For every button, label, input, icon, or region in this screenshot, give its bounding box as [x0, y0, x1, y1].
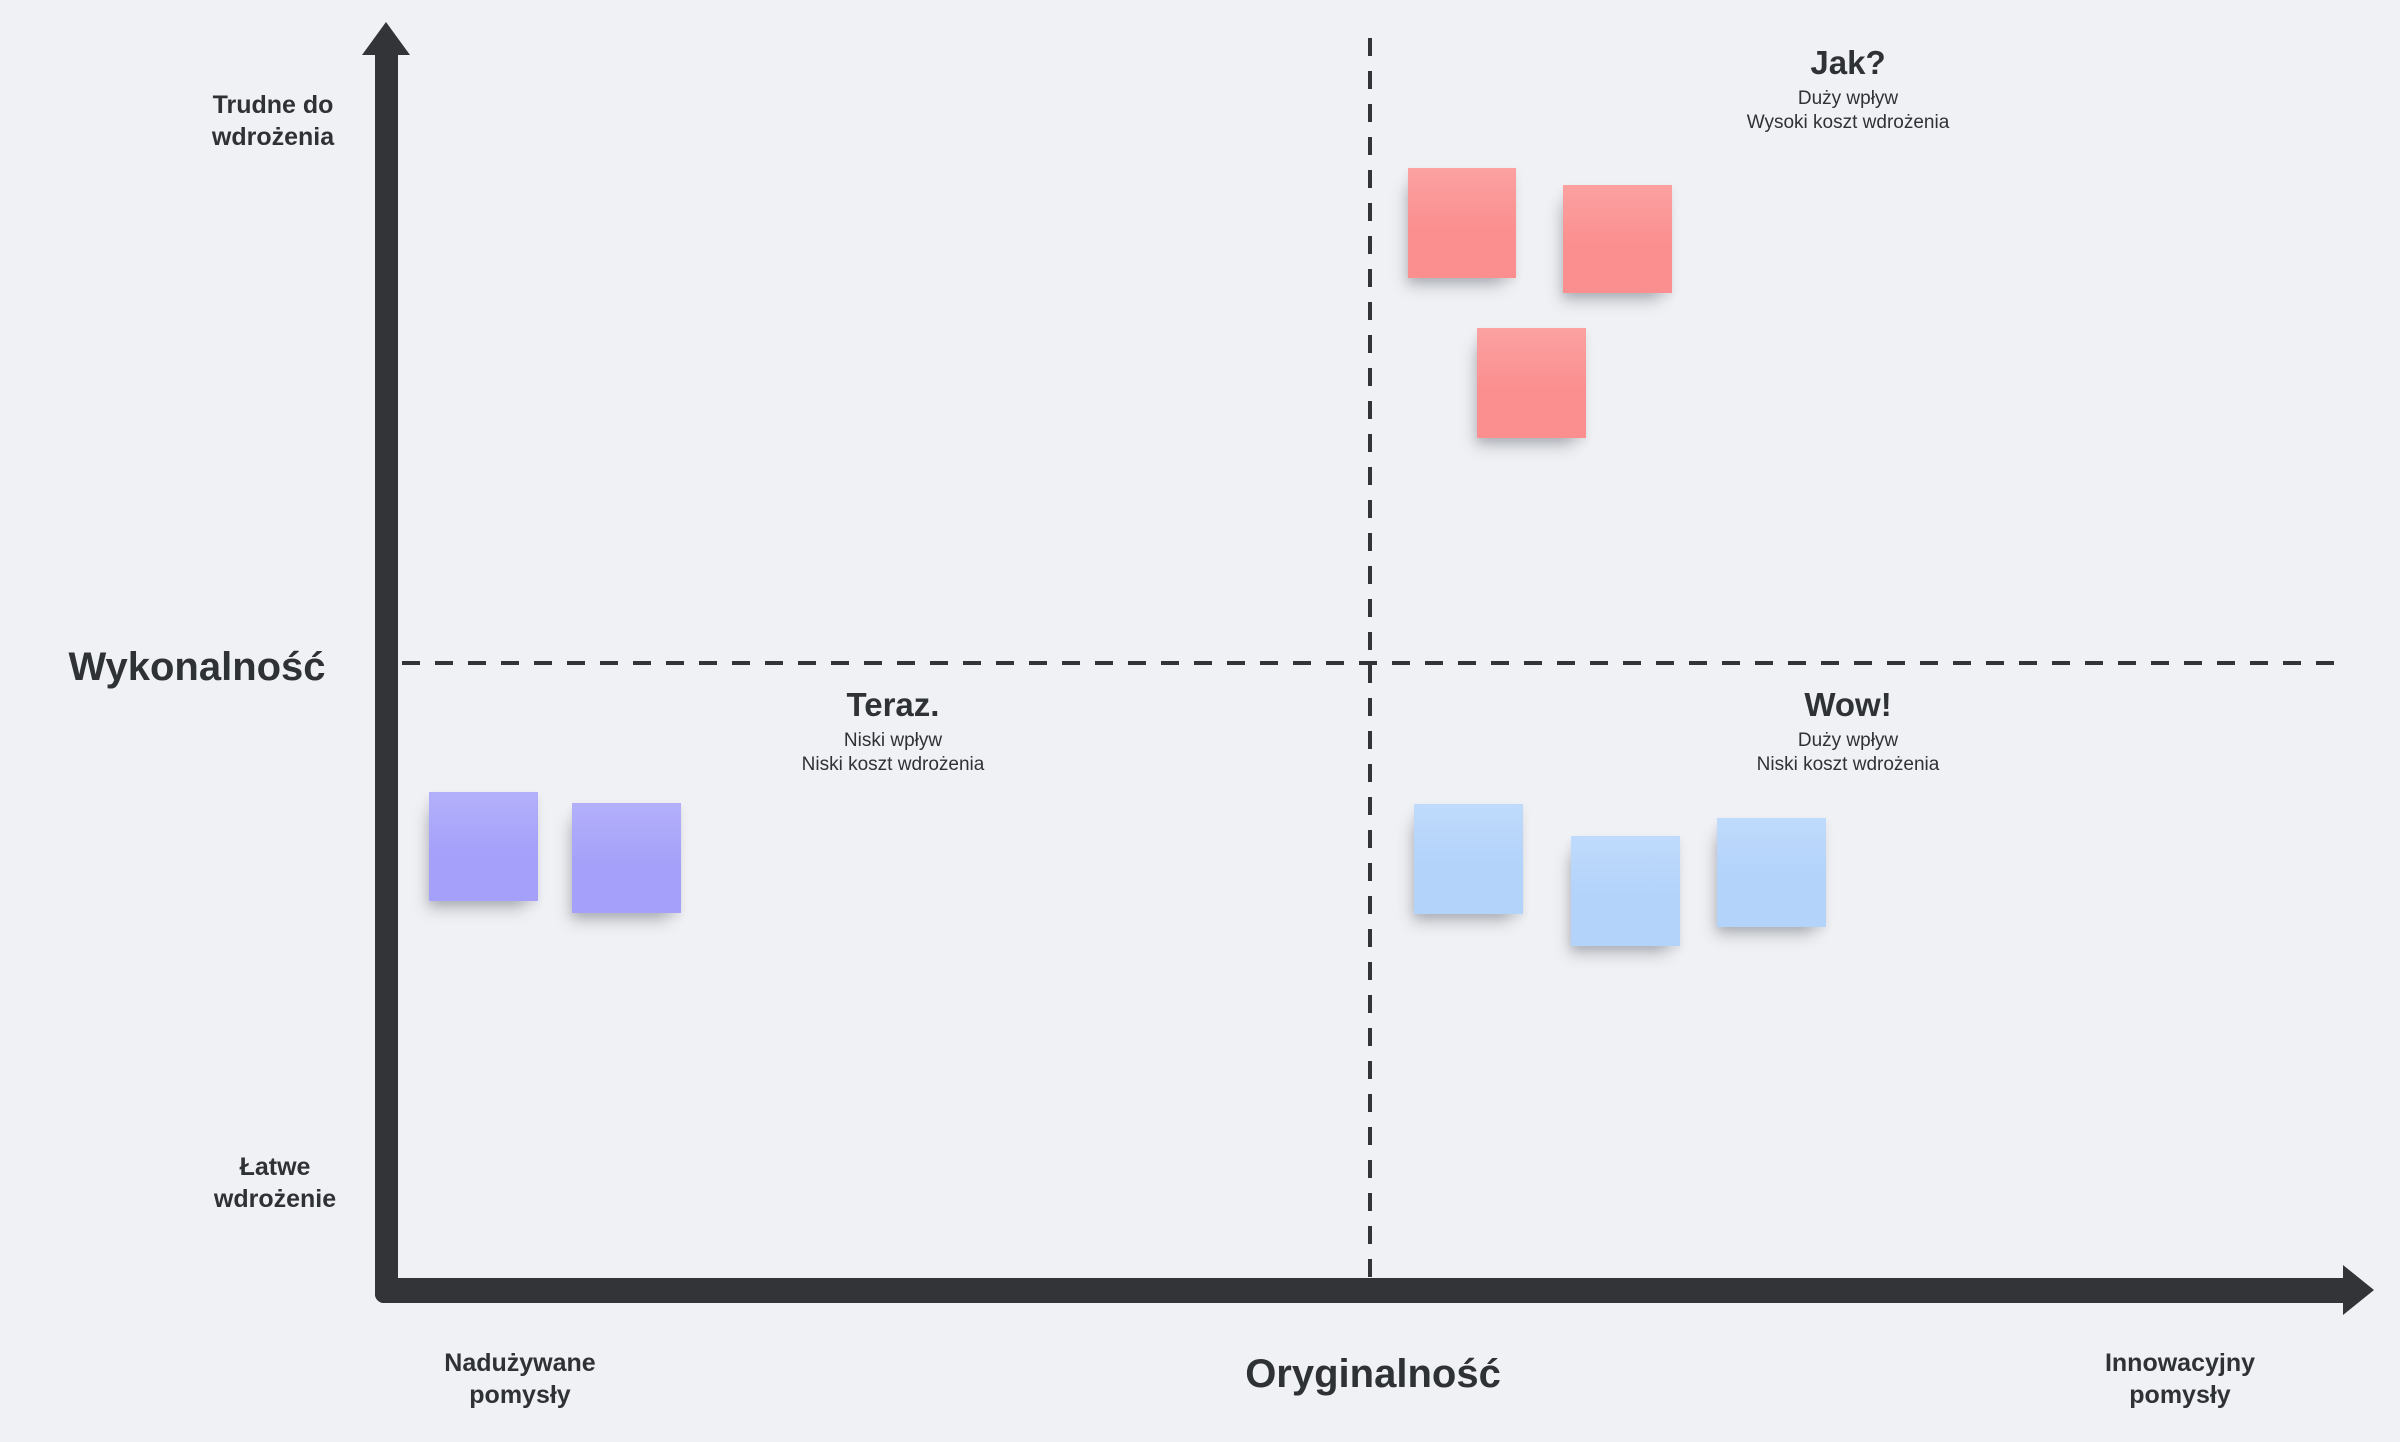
- y-axis-line: [375, 48, 398, 1303]
- x-axis-left-label: Nadużywane pomysły: [444, 1349, 596, 1409]
- quadrant-label-teraz: Teraz. Niski wpływ Niski koszt wdrożenia: [643, 688, 1143, 777]
- vertical-divider-dashed-line: [1368, 38, 1372, 1278]
- x-axis-title: Oryginalność: [1245, 1352, 1501, 1396]
- sticky-note-red[interactable]: [1408, 168, 1516, 278]
- sticky-note-purple[interactable]: [572, 803, 681, 913]
- sticky-note-purple[interactable]: [429, 792, 538, 901]
- y-axis-title: Wykonalność: [68, 645, 326, 689]
- quadrant-label-wow: Wow! Duży wpływ Niski koszt wdrożenia: [1598, 688, 2098, 777]
- quadrant-title: Teraz.: [846, 686, 940, 723]
- quadrant-label-jak: Jak? Duży wpływ Wysoki koszt wdrożenia: [1598, 46, 2098, 135]
- quadrant-title: Wow!: [1804, 686, 1892, 723]
- quadrant-title: Jak?: [1810, 44, 1886, 81]
- quadrant-subtitle: Duży wpływ Wysoki koszt wdrożenia: [1746, 88, 1950, 133]
- sticky-note-blue[interactable]: [1717, 818, 1826, 927]
- x-axis-arrowhead-icon: [2343, 1265, 2374, 1315]
- sticky-note-blue[interactable]: [1571, 836, 1680, 946]
- sticky-note-red[interactable]: [1563, 185, 1672, 293]
- sticky-note-blue[interactable]: [1414, 804, 1523, 914]
- sticky-note-red[interactable]: [1477, 328, 1586, 438]
- y-axis-top-label: Trudne do wdrożenia: [211, 91, 335, 151]
- y-axis-arrowhead-icon: [362, 22, 410, 55]
- horizontal-divider-dashed-line: [402, 661, 2346, 665]
- x-axis-line: [375, 1278, 2344, 1303]
- quadrant-subtitle: Niski wpływ Niski koszt wdrożenia: [801, 730, 985, 775]
- y-axis-bottom-label: Łatwe wdrożenie: [213, 1153, 337, 1213]
- x-axis-right-label: Innowacyjny pomysły: [2104, 1349, 2256, 1409]
- quadrant-subtitle: Duży wpływ Niski koszt wdrożenia: [1756, 730, 1940, 775]
